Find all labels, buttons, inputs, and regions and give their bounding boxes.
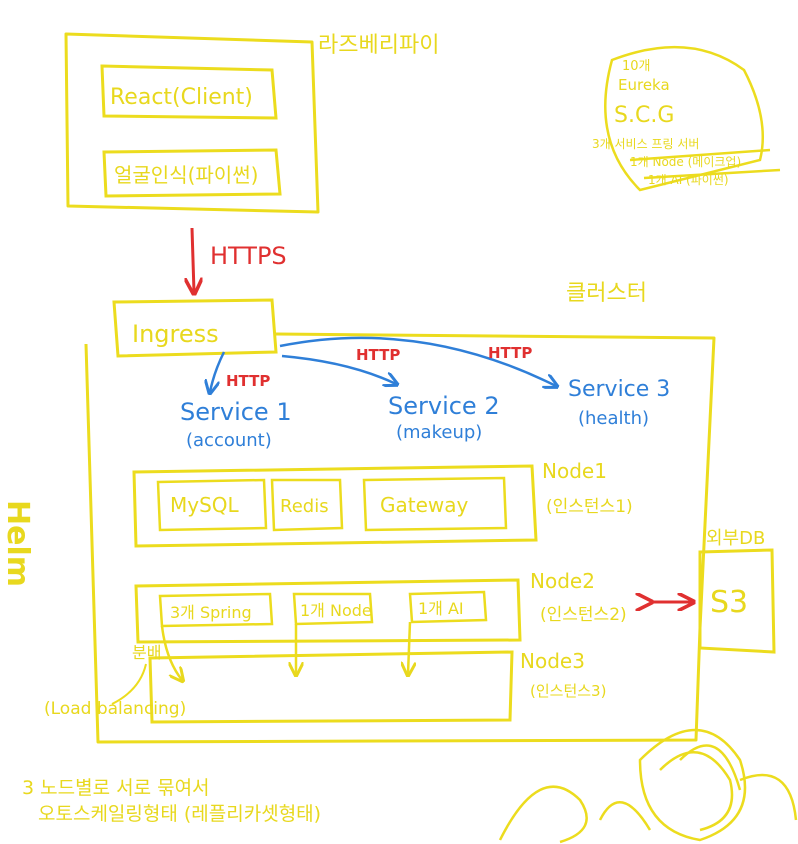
node2-spring-box — [158, 592, 274, 628]
node1-redis: Redis — [280, 496, 329, 517]
service3-name: Service 3 — [568, 377, 670, 402]
load-balancing-label: 분배 — [132, 643, 161, 662]
http-arrow-service1 — [210, 351, 226, 392]
scribble-doodles — [498, 728, 798, 844]
http-arrow-service3 — [279, 336, 556, 386]
service3-sub: (health) — [578, 408, 649, 429]
node3-label: Node3 — [520, 649, 585, 673]
bottom-note-line1: 3 노드별로 서로 묶여서 — [22, 777, 210, 799]
node2-node3-arrow-1 — [160, 625, 182, 680]
node2-ai: 1개 AI — [418, 599, 464, 618]
http-label-2: HTTP — [356, 346, 400, 364]
service2-name: Service 2 — [388, 392, 500, 420]
node2-label: Node2 — [530, 569, 595, 593]
node1-label: Node1 — [542, 459, 607, 483]
node2-spring: 3개 Spring — [170, 603, 252, 622]
node2-ai-box — [408, 590, 488, 624]
http-label-3: HTTP — [488, 344, 532, 362]
node1-mysql-box — [156, 478, 268, 532]
service1-sub: (account) — [186, 430, 272, 451]
top-right-note-line-3: S.C.G — [614, 103, 674, 128]
bottom-note-line2: 오토스케일링형태 (레플리카셋형태) — [38, 803, 321, 825]
node1-mysql: MySQL — [170, 493, 240, 517]
node1-box — [132, 464, 538, 548]
https-label: HTTPS — [210, 242, 287, 270]
service2-sub: (makeup) — [396, 422, 482, 443]
load-balancing-note: (Load balancing) — [44, 699, 186, 719]
react-client-label: React(Client) — [110, 85, 253, 110]
node3-instance: (인스턴스3) — [530, 682, 606, 700]
cluster-box — [84, 332, 716, 744]
node2-instance: (인스턴스2) — [540, 605, 627, 625]
ingress-box — [112, 298, 278, 358]
raspberry-box — [64, 32, 320, 214]
node3-box — [148, 650, 514, 724]
node1-gateway-box — [362, 476, 508, 532]
http-arrow-service2 — [281, 354, 396, 384]
node2-node: 1개 Node — [300, 601, 372, 620]
s3-label: S3 — [710, 585, 748, 620]
service1-name: Service 1 — [180, 398, 292, 426]
http-label-1: HTTP — [226, 372, 270, 390]
face-recognition-box — [102, 148, 282, 198]
top-right-note-bubble — [604, 45, 765, 192]
top-right-note-strike-2 — [643, 168, 781, 180]
node1-redis-box — [270, 478, 344, 532]
load-balancing-pointer — [111, 663, 147, 705]
face-recognition-label: 얼굴인식(파이썬) — [114, 163, 258, 187]
node2-node3-arrow-3 — [408, 621, 410, 674]
s3-box — [698, 548, 776, 654]
top-right-note-line-4: 3개 서비스 프링 서버 — [592, 137, 699, 151]
https-arrow — [192, 227, 194, 292]
node2-box — [134, 578, 522, 644]
node1-instance: (인스턴스1) — [546, 497, 633, 517]
cluster-label: 클러스터 — [566, 281, 647, 306]
node1-gateway: Gateway — [380, 493, 469, 517]
top-right-note-strike-1 — [629, 148, 771, 162]
top-right-note-line-2: Eureka — [618, 76, 670, 94]
helm-label: Helm — [0, 500, 35, 587]
external-db-label: 외부DB — [706, 528, 765, 549]
raspberry-label: 라즈베리파이 — [318, 33, 439, 58]
react-client-box — [100, 64, 278, 120]
node2-node-box — [292, 592, 374, 626]
ingress-label: Ingress — [132, 320, 219, 348]
top-right-note-line-1: 10개 — [622, 59, 651, 74]
